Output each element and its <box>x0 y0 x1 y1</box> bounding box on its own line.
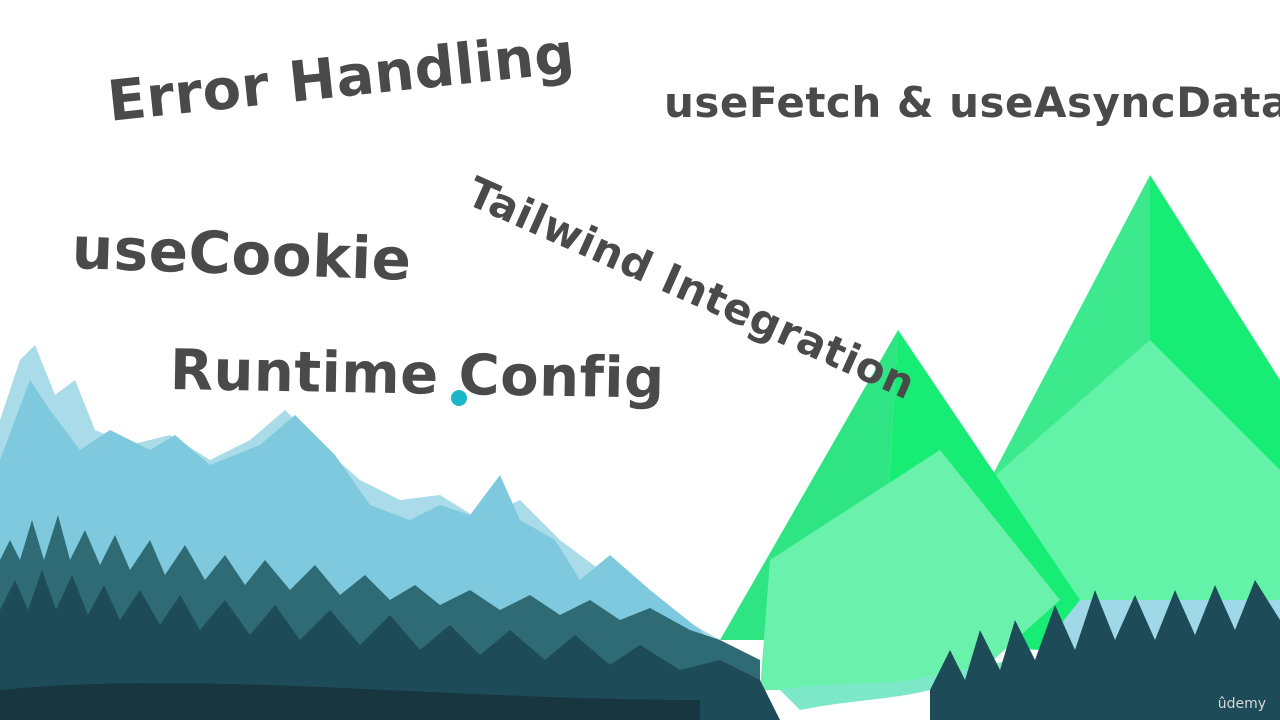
ground-strip <box>0 683 700 720</box>
green-peak-front-lower <box>760 450 1060 690</box>
brand-watermark: ûdemy <box>1217 696 1266 712</box>
topic-runtime-config: Runtime Config <box>169 338 666 412</box>
forest-right <box>930 580 1280 720</box>
topic-usefetch-useasyncdata: useFetch & useAsyncData <box>664 78 1280 127</box>
topic-usecookie: useCookie <box>70 214 413 294</box>
cursor-highlight-icon <box>451 390 467 406</box>
forest-front <box>0 570 780 720</box>
green-peak-large-lower <box>990 340 1280 600</box>
